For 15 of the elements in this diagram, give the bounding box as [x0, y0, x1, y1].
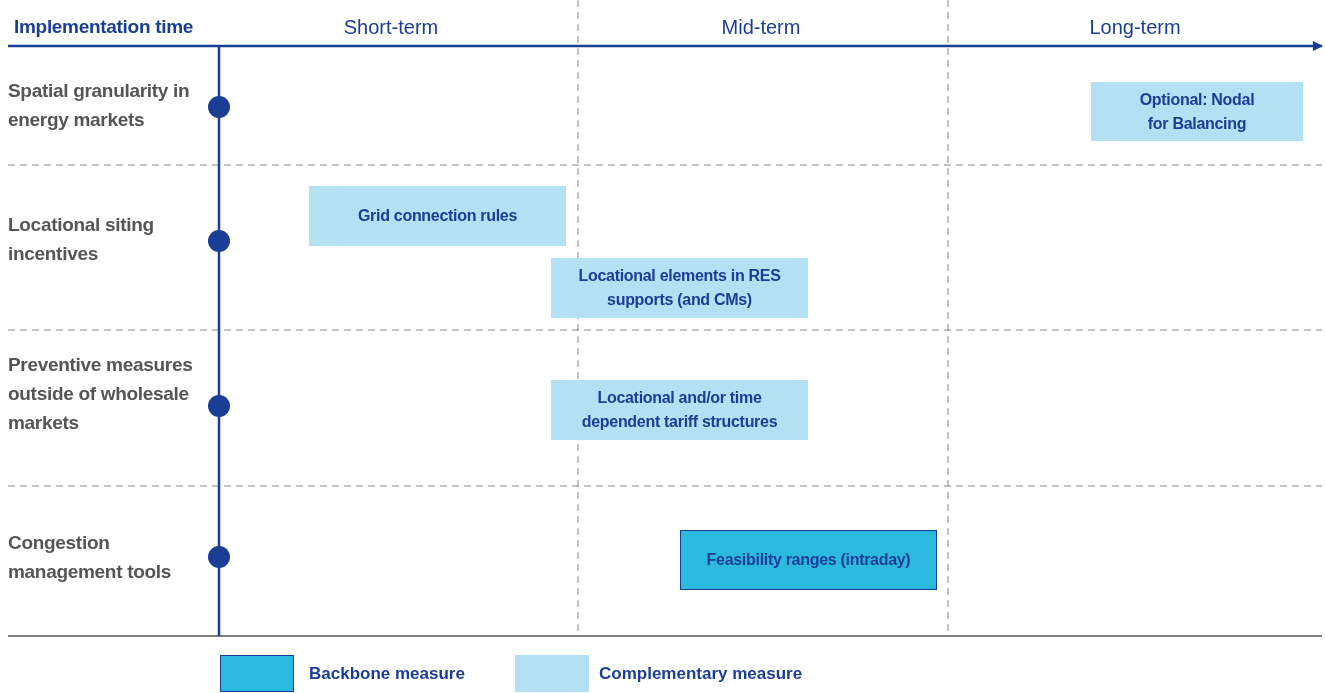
- column-header: Long-term: [1089, 16, 1181, 39]
- axis-title: Implementation time: [14, 16, 194, 38]
- measure-box: Locational elements in RES supports (and CMs): [551, 258, 808, 318]
- row-label: Congestion management tools: [8, 531, 173, 584]
- row-label: Locational siting incentives: [8, 213, 155, 266]
- column-header: Mid-term: [721, 16, 801, 39]
- column-header: Short-term: [343, 16, 439, 39]
- measure-box: Grid connection rules: [309, 186, 566, 246]
- row-label: Preventive measures outside of wholesale markets: [8, 353, 194, 435]
- measure-box: Optional: Nodal for Balancing: [1091, 82, 1303, 141]
- legend-label: Complementary measure: [599, 664, 803, 684]
- legend-label: Backbone measure: [309, 664, 465, 684]
- row-label: Spatial granularity in energy markets: [8, 79, 191, 132]
- measure-box: Locational and/or time dependent tariff structures: [551, 380, 808, 440]
- measure-box: Feasibility ranges (intraday): [680, 530, 937, 590]
